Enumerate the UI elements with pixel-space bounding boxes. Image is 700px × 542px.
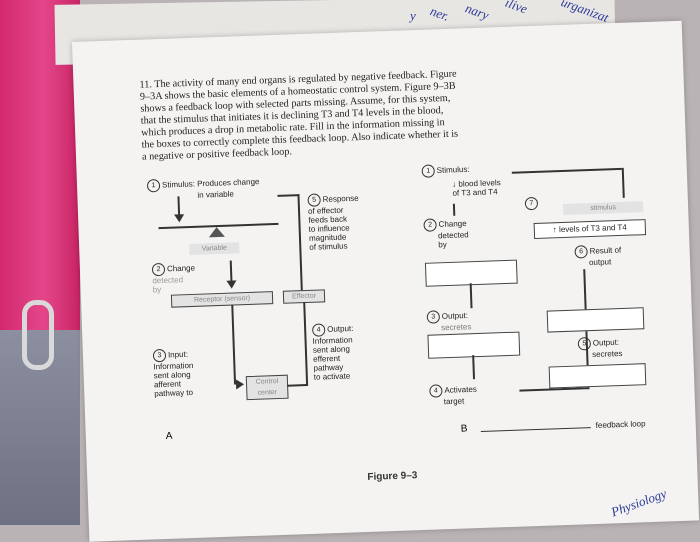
- b-arrow: [621, 167, 625, 198]
- a-arrow: [229, 260, 233, 283]
- b-levels-box: ↑ levels of T3 and T4: [533, 219, 647, 239]
- a-step5-text: of stimulus: [309, 241, 348, 252]
- a-step1-number: 1: [146, 179, 161, 193]
- handwriting-note: y: [410, 8, 416, 23]
- a-step2-text: detected: [152, 275, 184, 286]
- a-arrow: [287, 384, 308, 387]
- b-blank-box-6[interactable]: [546, 307, 645, 333]
- feedback-answer-line[interactable]: [480, 427, 591, 432]
- a-step4-text: Output:: [327, 323, 354, 334]
- a-step5-text: Response: [322, 193, 359, 204]
- b-step5-text: Output:: [592, 337, 620, 348]
- a-arrowhead: [235, 379, 245, 390]
- b-step5-text: secretes: [592, 348, 623, 360]
- a-control-text: Control: [255, 378, 279, 386]
- b-step3-text: Output:: [441, 310, 469, 321]
- b-step1-detail: ↓ blood levels of T3 and T4: [452, 178, 501, 198]
- a-arrowhead: [226, 280, 237, 289]
- a-step4-number: 4: [311, 323, 326, 337]
- question-text: 11. The activity of many end organs is r…: [139, 67, 512, 164]
- worksheet-page: 11. The activity of many end organs is r…: [72, 20, 700, 542]
- a-arrow: [297, 194, 303, 291]
- b-step2-text: detected: [437, 230, 469, 241]
- a-step5-number: 5: [307, 193, 321, 207]
- b-step7-number: 7: [524, 196, 539, 211]
- b-step1-number: 1: [421, 164, 435, 178]
- a-step2-text: Change: [166, 263, 196, 274]
- a-receptor-box: Receptor (sensor): [170, 291, 274, 308]
- binder-ring: [22, 300, 54, 370]
- b-step1-text: of T3 and T4: [452, 187, 498, 198]
- b-stimulus-label: stimulus: [562, 201, 644, 215]
- b-step4-number: 4: [429, 384, 443, 398]
- a-arrow: [277, 194, 300, 197]
- b-step6-text: output: [588, 257, 612, 268]
- a-arrow: [303, 302, 309, 387]
- a-fulcrum: [208, 226, 225, 238]
- a-arrow: [231, 304, 237, 385]
- b-panel-label: B: [460, 423, 468, 435]
- b-blank-box-5[interactable]: [548, 363, 647, 389]
- a-step2-number: 2: [151, 262, 166, 277]
- a-step3-text: pathway to: [154, 387, 194, 399]
- b-step2-text: Change: [438, 218, 467, 229]
- b-step1-text: Stimulus:: [436, 164, 470, 175]
- b-step7: 7: [524, 196, 540, 211]
- a-step3-text: Input:: [167, 349, 189, 360]
- a-variable-label: Variable: [189, 242, 240, 256]
- b-arrow: [472, 355, 476, 380]
- b-step6-number: 6: [574, 245, 588, 259]
- a-panel-label: A: [165, 430, 173, 442]
- b-arrow: [511, 167, 622, 174]
- feedback-loop-label: feedback loop: [595, 419, 646, 430]
- a-step3-number: 3: [152, 348, 167, 363]
- a-step4-text: to activate: [313, 371, 351, 382]
- b-step6-text: Result of: [589, 245, 622, 256]
- a-step1-text: Stimulus: Produces change: [161, 177, 260, 190]
- b-arrow: [452, 203, 456, 216]
- b-step3-text: secretes: [441, 322, 472, 333]
- b-step2-number: 2: [423, 218, 437, 232]
- a-arrowhead: [174, 214, 185, 223]
- figure-caption: Figure 9–3: [367, 470, 418, 483]
- a-control-text: center: [257, 389, 278, 397]
- a-step2-text: by: [152, 285, 162, 295]
- b-step5-number: 5: [577, 337, 592, 351]
- b-step4-text: target: [443, 396, 465, 407]
- b-levels-text: levels of T3 and T4: [558, 222, 627, 235]
- b-step2-text: by: [438, 240, 447, 250]
- b-arrow: [469, 283, 473, 309]
- b-step4-text: Activates: [444, 384, 477, 395]
- b-step3-number: 3: [426, 310, 441, 324]
- a-control-center-box: Control center: [245, 374, 289, 401]
- a-step1-text: in variable: [197, 189, 235, 200]
